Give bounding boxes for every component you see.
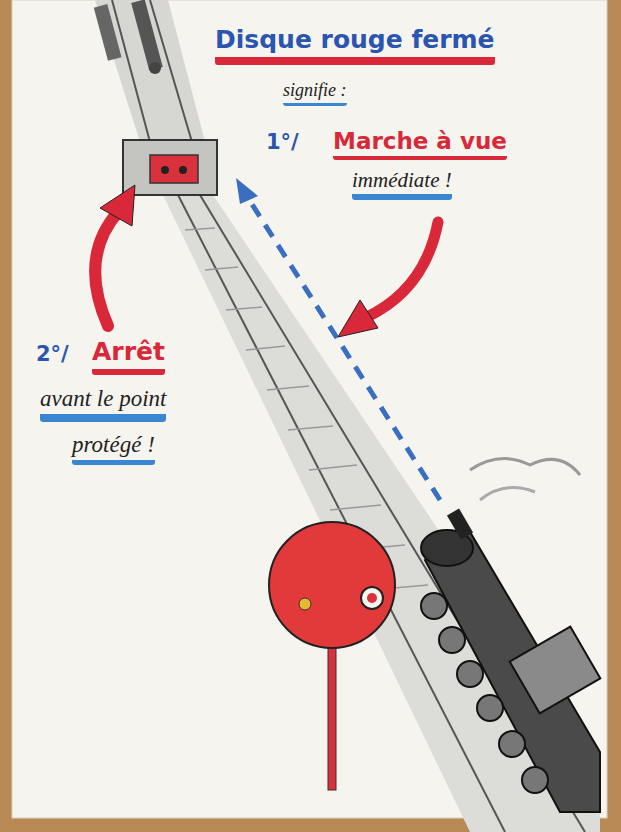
note-text: signifie : [283, 80, 347, 106]
locomotive [421, 459, 600, 812]
note-text: avant le point [40, 386, 166, 422]
arrowhead [100, 185, 135, 226]
pointer-arrow [365, 222, 438, 318]
lamp [367, 593, 377, 603]
rail [150, 0, 192, 142]
track-lower [163, 195, 600, 832]
note-text: Marche à vue [333, 128, 507, 160]
lamp [179, 166, 187, 174]
red-disc [269, 522, 395, 648]
lamp [299, 598, 311, 610]
protected-point [123, 140, 217, 195]
mast [131, 0, 163, 71]
pointer-arrow [95, 212, 118, 326]
rail [178, 195, 505, 832]
note-text: Arrêt [92, 338, 165, 375]
path-arrow [248, 198, 440, 500]
note-text: 1°/ [266, 130, 299, 154]
card-title: Disque rouge fermé [215, 26, 495, 65]
signal-post [328, 640, 336, 790]
note-text: 2°/ [36, 342, 69, 366]
lamp [161, 166, 169, 174]
arrowhead [338, 300, 378, 337]
mast [94, 4, 122, 61]
arrowhead [236, 178, 258, 204]
lamp [361, 587, 383, 609]
lamp [149, 62, 161, 74]
opening [150, 155, 198, 183]
note-text: protégé ! [72, 432, 155, 465]
note-text: immédiate ! [352, 168, 452, 200]
